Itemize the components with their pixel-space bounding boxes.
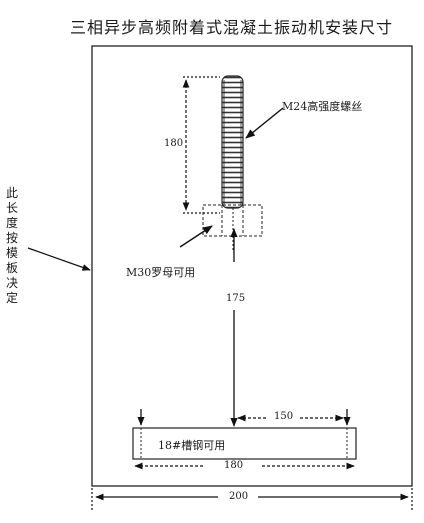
formwork-frame	[91, 45, 413, 487]
bolt-label-leader	[245, 107, 284, 139]
bolt-shaft	[221, 75, 244, 209]
side-note-text: 此长度按模板决定	[6, 186, 19, 305]
nut-label: M30罗母可用	[126, 266, 196, 279]
channel-steel	[132, 427, 357, 460]
overall-width-label: 200	[229, 491, 249, 502]
bolt-label: M24高强度螺丝	[282, 100, 363, 113]
side-note-arrow	[27, 247, 91, 271]
channel-width-label: 180	[224, 460, 244, 471]
bolt-length-label: 180	[164, 138, 184, 149]
hole-spacing-label: 150	[274, 411, 294, 422]
channel-label: 18#槽钢可用	[158, 439, 226, 452]
overall-width-dimension	[91, 488, 413, 510]
nut-outline	[202, 204, 263, 237]
diagram-title: 三相异步高频附着式混凝土振动机安装尺寸	[70, 18, 394, 37]
nut-label-leader	[179, 225, 213, 248]
vertical-distance-label: 175	[226, 293, 246, 304]
bolt-length-dimension	[182, 76, 220, 214]
